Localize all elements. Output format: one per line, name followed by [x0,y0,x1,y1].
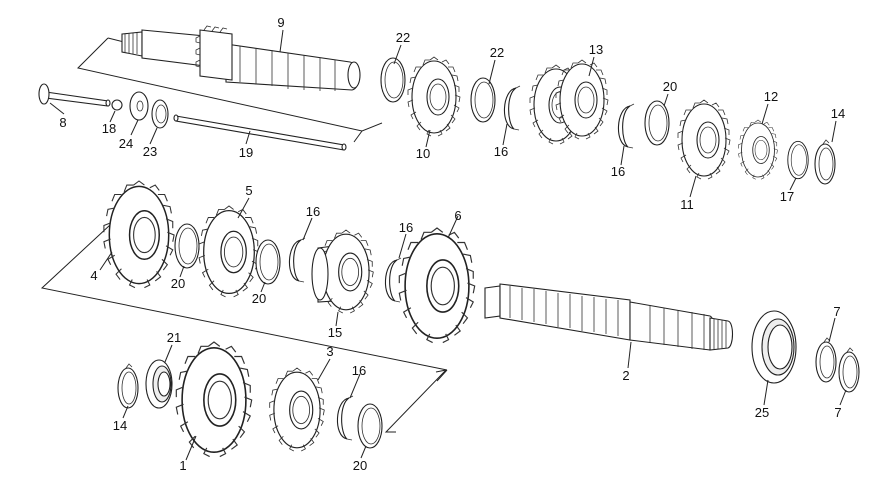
gear-10 [407,56,461,137]
gear-12 [738,119,778,180]
clip-16d [384,257,402,303]
label-18: 18 [102,121,116,136]
label-5: 5 [245,183,252,198]
label-9: 9 [277,15,284,30]
ring-17 [787,140,809,180]
ring-20b [174,223,200,269]
label-25: 25 [755,405,769,420]
pin-8 [38,83,111,107]
label-19: 19 [239,145,253,160]
label-20b: 20 [171,276,185,291]
clip-14a [117,363,139,409]
ring-22b [470,77,496,123]
sleeve-15 [311,229,374,314]
label-3: 3 [326,344,333,359]
label-7b: 7 [834,405,841,420]
ball-18 [111,99,123,111]
gear-11 [677,99,731,180]
washer-24 [129,91,149,121]
label-17: 17 [780,189,794,204]
gear-13 [529,59,609,145]
label-23: 23 [143,144,157,159]
label-22b: 22 [490,45,504,60]
clip-16c [288,237,306,283]
washer-23 [151,99,169,129]
label-8: 8 [59,115,66,130]
gear-6 [398,227,476,344]
label-14b: 14 [831,106,845,121]
label-12: 12 [764,89,778,104]
label-16b: 16 [611,164,625,179]
ring-20a [644,100,670,146]
gear-1 [175,341,253,458]
label-10: 10 [416,146,430,161]
clip-16b [617,103,635,149]
label-16d: 16 [399,220,413,235]
shaft-9 [121,25,361,91]
ring-22a [380,57,406,103]
label-20d: 20 [353,458,367,473]
clip-7a [815,337,837,383]
ring-20c [255,239,281,285]
clip-16a [503,85,521,131]
label-7a: 7 [833,304,840,319]
label-24: 24 [119,136,133,151]
label-21: 21 [167,330,181,345]
clip-14b [814,139,836,185]
label-11: 11 [680,197,694,212]
bearing-21 [145,359,173,409]
clip-7b [838,347,860,393]
ring-20d [357,403,383,449]
clip-16e [336,395,354,441]
leader-lines [49,29,847,461]
label-16c: 16 [306,204,320,219]
middle-assembly-outline [40,224,448,382]
label-1: 1 [179,458,186,473]
label-16a: 16 [494,144,508,159]
label-4: 4 [90,268,97,283]
label-14a: 14 [113,418,127,433]
gear-4 [103,180,175,289]
label-15: 15 [328,325,342,340]
label-22a: 22 [396,30,410,45]
lower-assembly-outline [384,369,447,433]
label-20c: 20 [252,291,266,306]
label-13: 13 [589,42,603,57]
label-6: 6 [454,208,461,223]
gear-5 [198,205,260,298]
gear-3 [269,367,325,452]
part-labels: 9 22 22 13 20 12 14 8 18 24 23 19 10 16 … [59,15,845,473]
label-20a: 20 [663,79,677,94]
seal-25 [751,310,797,384]
rod-19 [173,114,347,151]
label-2: 2 [622,368,629,383]
label-16e: 16 [352,363,366,378]
shaft-2 [484,283,734,351]
